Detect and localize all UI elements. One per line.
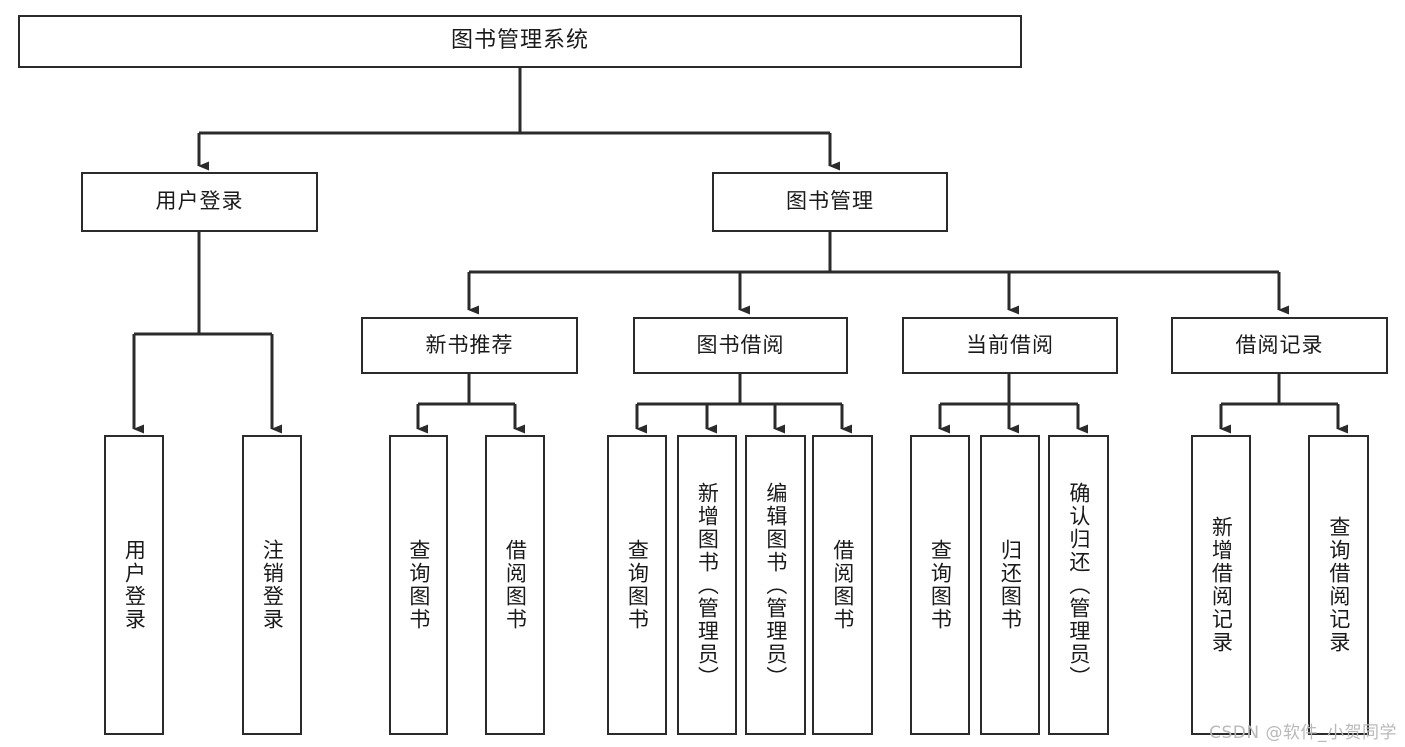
leaf-borrow-add-book-admin[interactable]: 新增图书（管理员）: [677, 435, 737, 735]
node-label: 确认归还（管理员）: [1066, 481, 1091, 689]
node-new-book-recommendation[interactable]: 新书推荐: [361, 317, 578, 374]
node-borrowing-record[interactable]: 借阅记录: [1171, 317, 1388, 374]
leaf-borrow-edit-book-admin[interactable]: 编辑图书（管理员）: [745, 435, 806, 735]
node-label: 查询图书: [406, 539, 431, 631]
node-label: 编辑图书（管理员）: [763, 481, 788, 689]
leaf-user-login-login[interactable]: 用户登录: [104, 435, 164, 735]
node-book-borrowing[interactable]: 图书借阅: [633, 317, 848, 374]
node-current-borrowing[interactable]: 当前借阅: [902, 317, 1118, 374]
leaf-user-login-logout[interactable]: 注销登录: [242, 435, 302, 735]
node-label: 查询图书: [625, 539, 650, 631]
node-label: 查询图书: [928, 539, 953, 631]
leaf-current-return-books[interactable]: 归还图书: [980, 435, 1040, 735]
leaf-borrow-query-books[interactable]: 查询图书: [607, 435, 667, 735]
node-root-book-management-system[interactable]: 图书管理系统: [18, 15, 1022, 68]
node-user-login[interactable]: 用户登录: [81, 172, 318, 232]
node-label: 查询借阅记录: [1326, 516, 1351, 654]
leaf-new-book-borrow-books[interactable]: 借阅图书: [485, 435, 545, 735]
node-label: 图书借阅: [696, 332, 785, 357]
node-label: 图书管理: [786, 189, 874, 214]
node-label: 借阅图书: [503, 539, 528, 631]
leaf-borrow-borrow-books[interactable]: 借阅图书: [812, 435, 873, 735]
leaf-record-add-borrow-record[interactable]: 新增借阅记录: [1191, 435, 1251, 735]
node-label: 新书推荐: [425, 332, 514, 357]
node-label: 当前借阅: [966, 332, 1054, 357]
node-label: 用户登录: [155, 189, 244, 214]
leaf-record-query-borrow-record[interactable]: 查询借阅记录: [1308, 435, 1369, 735]
node-label: 归还图书: [998, 539, 1023, 631]
node-label: 用户登录: [122, 539, 147, 631]
leaf-new-book-query-books[interactable]: 查询图书: [389, 435, 448, 735]
node-label: 新增图书（管理员）: [695, 481, 720, 689]
node-label: 注销登录: [260, 539, 285, 631]
node-label: 借阅图书: [830, 539, 855, 631]
node-label: 图书管理系统: [450, 28, 589, 54]
leaf-current-confirm-return-admin[interactable]: 确认归还（管理员）: [1048, 435, 1109, 735]
node-book-management[interactable]: 图书管理: [712, 172, 948, 232]
node-label: 借阅记录: [1235, 332, 1324, 357]
node-label: 新增借阅记录: [1209, 516, 1234, 654]
leaf-current-query-books[interactable]: 查询图书: [910, 435, 970, 735]
